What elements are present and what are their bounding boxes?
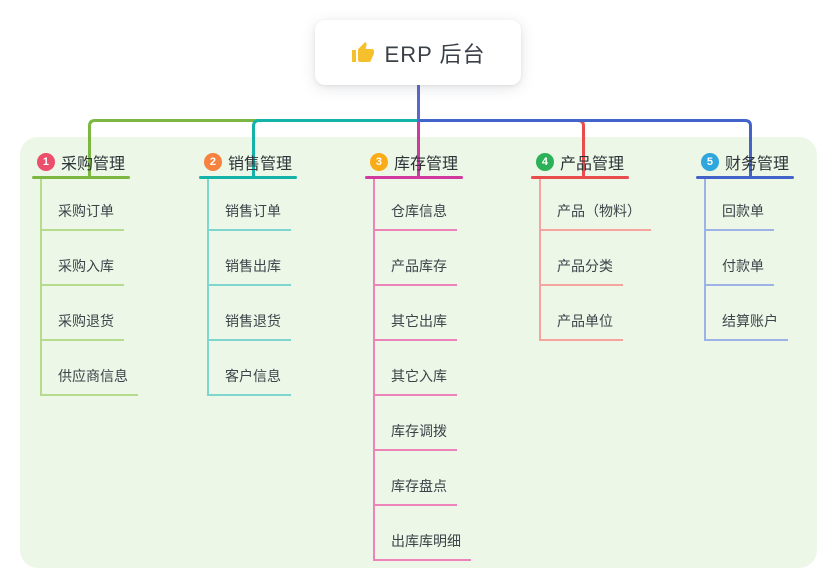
branch-number-badge: 3 <box>369 153 388 171</box>
child-node[interactable]: 出库库明细 <box>373 531 471 561</box>
child-node[interactable]: 产品单位 <box>539 311 623 341</box>
branch-rail <box>539 179 541 341</box>
branch-title-label: 财务管理 <box>724 156 789 173</box>
branch-title-inventory[interactable]: 3 库存管理 <box>365 148 463 176</box>
child-node[interactable]: 回款单 <box>704 201 774 231</box>
child-node[interactable]: 采购入库 <box>40 256 124 286</box>
branch-rail <box>40 179 42 396</box>
branch-underline <box>696 176 794 179</box>
child-node[interactable]: 供应商信息 <box>40 366 138 396</box>
branch-title-label: 销售管理 <box>227 156 292 173</box>
branch-underline <box>531 176 629 179</box>
child-node[interactable]: 销售订单 <box>207 201 291 231</box>
branch-underline <box>365 176 463 179</box>
child-node[interactable]: 其它出库 <box>373 311 457 341</box>
branch-title-sales[interactable]: 2 销售管理 <box>199 148 297 176</box>
child-node[interactable]: 付款单 <box>704 256 774 286</box>
child-node[interactable]: 销售退货 <box>207 311 291 341</box>
branch-title-purchase[interactable]: 1 采购管理 <box>32 148 130 176</box>
child-node[interactable]: 库存调拨 <box>373 421 457 451</box>
branch-title-label: 产品管理 <box>559 156 624 173</box>
child-node[interactable]: 客户信息 <box>207 366 291 396</box>
child-node[interactable]: 库存盘点 <box>373 476 457 506</box>
child-node[interactable]: 产品分类 <box>539 256 623 286</box>
child-node[interactable]: 产品库存 <box>373 256 457 286</box>
child-node[interactable]: 其它入库 <box>373 366 457 396</box>
root-node[interactable]: ERP 后台 <box>315 20 521 85</box>
mindmap-canvas <box>20 137 817 568</box>
root-node-label: ERP 后台 <box>384 41 486 67</box>
branch-number-badge: 5 <box>700 153 719 171</box>
branch-rail <box>207 179 209 396</box>
branch-underline <box>32 176 130 179</box>
child-node[interactable]: 销售出库 <box>207 256 291 286</box>
child-node[interactable]: 结算账户 <box>704 311 788 341</box>
branch-title-product[interactable]: 4 产品管理 <box>531 148 629 176</box>
child-node[interactable]: 产品（物料） <box>539 201 651 231</box>
child-node[interactable]: 采购退货 <box>40 311 124 341</box>
child-node[interactable]: 采购订单 <box>40 201 124 231</box>
branch-title-label: 采购管理 <box>60 156 125 173</box>
child-node[interactable]: 仓库信息 <box>373 201 457 231</box>
branch-title-label: 库存管理 <box>393 156 458 173</box>
branch-title-finance[interactable]: 5 财务管理 <box>696 148 794 176</box>
branch-underline <box>199 176 297 179</box>
branch-number-badge: 2 <box>203 153 222 171</box>
branch-number-badge: 4 <box>535 153 554 171</box>
branch-rail <box>704 179 706 341</box>
branch-rail <box>373 179 375 561</box>
thumbs-up-icon <box>351 41 374 62</box>
branch-number-badge: 1 <box>36 153 55 171</box>
